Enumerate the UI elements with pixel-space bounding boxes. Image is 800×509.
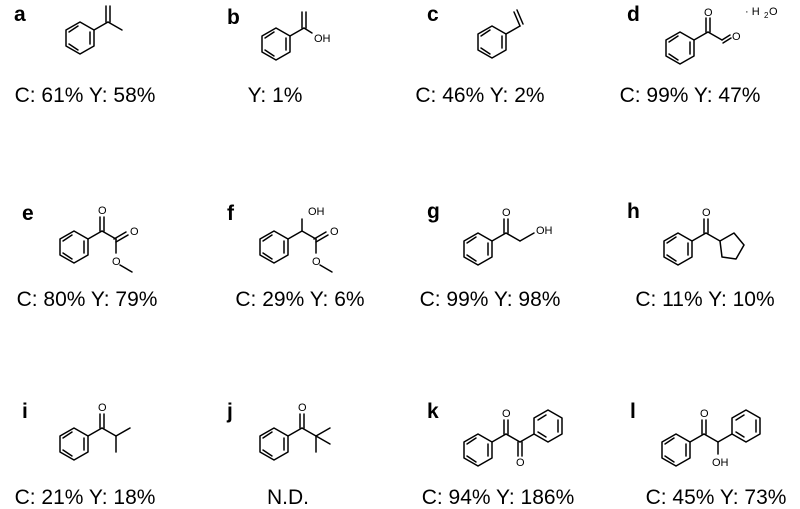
svg-text:O: O (330, 226, 339, 238)
compound-label: k (427, 400, 439, 423)
svg-text:O: O (130, 226, 139, 238)
compound-label: a (14, 3, 26, 26)
compound-label: h (627, 200, 640, 223)
compound-label: c (427, 3, 439, 26)
compound-label: f (227, 202, 234, 225)
structure-benzoic-acid: OH (261, 11, 331, 61)
atom-label-oh: OH (712, 457, 729, 469)
compound-k: k O O C: 94% Y: 186% (400, 338, 600, 509)
svg-text:O: O (98, 402, 107, 414)
structure-methyl-benzoylformate: O O O (59, 205, 139, 273)
structure-benzoin: O OH (661, 408, 761, 469)
structure-methyl-mandelate: OH O O (259, 206, 339, 273)
conversion-yield: C: 99% Y: 47% (619, 84, 761, 107)
structure-phenylglyoxal-hydrate: O O · H 2 O (665, 6, 778, 65)
structure-cyclopentyl-phenyl-ketone: O (663, 207, 745, 266)
compound-h: h O C: 11% Y: 10% (600, 169, 800, 338)
svg-text:O: O (298, 402, 307, 414)
compound-g: g O OH C: 99% Y: 98% (400, 169, 600, 338)
svg-text:O: O (502, 408, 511, 420)
hydrate-subscript: 2 (764, 11, 769, 20)
conversion-yield: C: 99% Y: 98% (419, 288, 561, 311)
conversion-yield: N.D. (267, 486, 309, 509)
compound-d: d O O · H 2 O C: 99% Y: 47% (600, 0, 800, 169)
svg-text:O: O (732, 31, 741, 43)
svg-text:O: O (112, 256, 121, 268)
svg-text:O: O (516, 457, 525, 469)
svg-text:O: O (702, 207, 711, 219)
compound-j: j O N.D. (200, 338, 400, 508)
atom-label-oh: OH (536, 225, 553, 237)
structure-benzil: O O (463, 408, 563, 469)
conversion-yield: C: 94% Y: 186% (421, 486, 575, 509)
compound-label: i (22, 400, 28, 423)
compound-label: b (227, 6, 240, 29)
compound-i: i O C: 21% Y: 18% (0, 338, 200, 509)
hydrate-dot: · H (745, 6, 760, 18)
compound-b: b OH Y: 1% (200, 0, 400, 169)
svg-text:O: O (312, 256, 321, 268)
conversion-yield: C: 46% Y: 2% (415, 84, 545, 107)
structure-acetophenone (65, 5, 123, 55)
compound-c: c C: 46% Y: 2% (400, 0, 600, 169)
conversion-yield: C: 21% Y: 18% (14, 486, 156, 509)
svg-text:O: O (98, 205, 107, 217)
structure-pivalophenone: O (259, 402, 331, 461)
compound-label: g (427, 200, 440, 223)
compound-label: e (22, 202, 34, 225)
compound-f: f OH O O C: 29% Y: 6% (200, 169, 400, 338)
structure-benzaldehyde (477, 9, 524, 59)
conversion-yield: C: 61% Y: 58% (14, 84, 156, 107)
conversion-yield: C: 29% Y: 6% (235, 288, 365, 311)
compound-label: l (630, 400, 636, 423)
svg-text:O: O (700, 408, 709, 420)
structure-hydroxyacetophenone: O OH (463, 207, 553, 266)
conversion-yield: Y: 1% (247, 84, 303, 107)
hydrate-oxygen: O (769, 6, 778, 18)
conversion-yield: C: 11% Y: 10% (635, 288, 775, 311)
atom-label-oh: OH (308, 206, 325, 218)
svg-text:O: O (704, 7, 713, 19)
compound-a: a C: 61% Y: 58% (0, 0, 200, 169)
atom-label-oh: OH (314, 33, 331, 45)
compound-l: l O OH C: 45% Y: 73% (600, 338, 800, 509)
compound-e: e O O O C: 80% Y: 79% (0, 169, 200, 338)
svg-text:O: O (502, 207, 511, 219)
conversion-yield: C: 80% Y: 79% (16, 288, 158, 311)
conversion-yield: C: 45% Y: 73% (645, 486, 787, 509)
structure-isobutyrophenone: O (59, 402, 131, 461)
compound-label: j (227, 400, 233, 423)
compound-label: d (627, 3, 640, 26)
